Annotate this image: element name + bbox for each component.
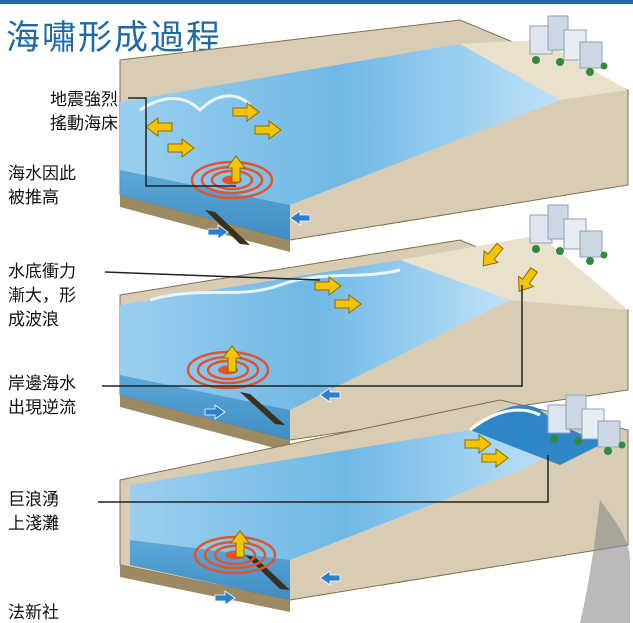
step-label-water-raised: 海水因此 被推高 — [8, 164, 76, 208]
leader-lines — [98, 97, 549, 503]
photo-corner — [580, 500, 630, 623]
panel-2-wave-forming — [119, 204, 629, 452]
step-label-seabed-shaking: 地震強烈 搖動海床 — [50, 90, 118, 134]
page-title: 海嘯形成過程 — [6, 18, 222, 58]
step-label-wave-surge: 巨浪湧 上淺灘 — [8, 490, 59, 534]
panel-3-giant-wave — [119, 394, 630, 623]
top-rule — [0, 0, 633, 4]
credit-text: 法新社 — [8, 603, 59, 623]
step-label-backflow: 岸邊海水 出現逆流 — [8, 374, 76, 418]
step-label-wave-forming: 水底衝力 漸大，形 成波浪 — [8, 262, 76, 330]
panel-1-earthquake — [119, 15, 629, 252]
